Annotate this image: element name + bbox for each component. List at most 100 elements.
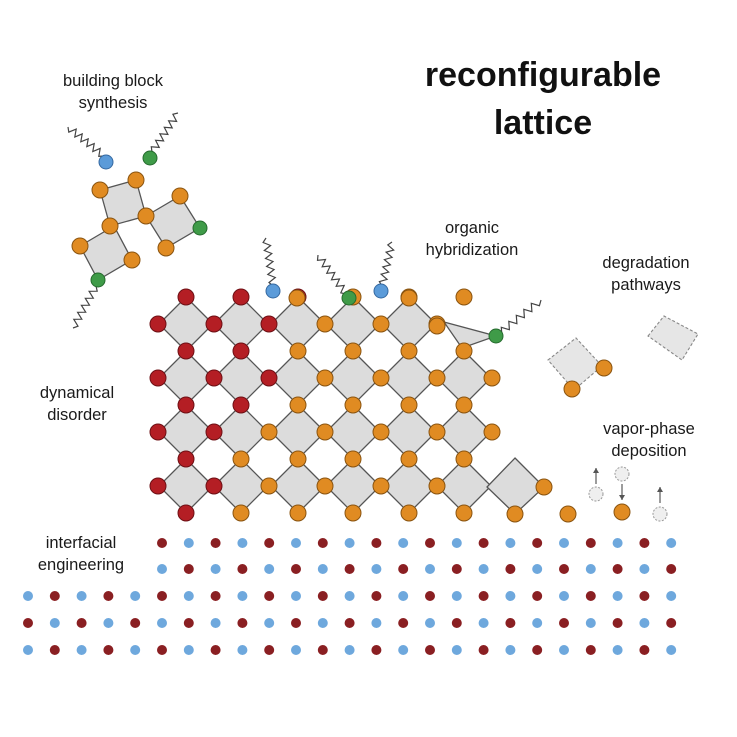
substrate-dot-maroon	[585, 591, 596, 601]
substrate-dot-maroon	[344, 618, 355, 628]
substrate-dot-maroon	[532, 645, 543, 655]
building-block-atom-green	[192, 220, 208, 236]
substrate-dot-maroon	[425, 645, 435, 655]
lattice-atom-red	[232, 342, 250, 360]
lattice-atom-orange	[289, 342, 307, 360]
ligand-chain	[262, 237, 277, 287]
substrate-dot-blue	[103, 618, 114, 628]
ligand-head-blue	[265, 283, 281, 299]
substrate-dot-blue	[639, 618, 650, 628]
substrate-dot-blue	[559, 645, 569, 655]
substrate-dot-maroon	[317, 538, 328, 548]
substrate-dot-maroon	[666, 618, 677, 628]
substrate-dot-maroon	[130, 618, 141, 628]
lattice-atom-orange	[506, 505, 524, 523]
substrate-dot-maroon	[612, 564, 623, 574]
substrate-dot-blue	[505, 538, 516, 548]
deposited-atom-orange	[613, 503, 631, 521]
lattice-atom-orange	[400, 450, 418, 468]
substrate-dot-maroon	[585, 538, 596, 548]
organic-triangle-unit	[442, 320, 499, 349]
substrate-dot-blue	[183, 645, 194, 655]
substrate-dot-blue	[398, 591, 409, 601]
substrate-dot-blue	[264, 564, 275, 574]
substrate-dot-blue	[291, 591, 301, 601]
lattice-atom-orange	[400, 396, 418, 414]
substrate-dot-blue	[451, 645, 462, 655]
lattice-atom-red	[205, 477, 223, 495]
substrate-dot-maroon	[425, 538, 435, 548]
lattice-atom-orange	[344, 396, 362, 414]
ligand-head-green	[341, 290, 357, 306]
building-block-atom-orange	[91, 181, 109, 199]
substrate-dot-blue	[344, 645, 355, 655]
substrate-dot-blue	[183, 591, 194, 601]
building-block-atom-orange	[123, 251, 141, 269]
substrate-dot-maroon	[157, 591, 167, 601]
lattice-atom-red	[205, 315, 223, 333]
title-line-1: reconfigurable	[425, 56, 661, 94]
substrate-dot-blue	[157, 618, 167, 628]
deposition-arrows	[593, 468, 663, 503]
lattice-atom-red	[205, 423, 223, 441]
lattice-atom-red	[232, 396, 250, 414]
substrate-dot-maroon	[49, 591, 60, 601]
lattice-atom-orange	[316, 423, 334, 441]
substrate-dot-blue	[666, 591, 677, 601]
lattice-atom-orange	[483, 423, 501, 441]
substrate-dot-maroon	[478, 645, 489, 655]
vapor-particle	[652, 506, 668, 522]
ligand-head-green	[488, 328, 504, 344]
substrate-dot-blue	[317, 618, 328, 628]
substrate-dot-maroon	[559, 618, 569, 628]
label-building-block-1: building block	[63, 72, 164, 90]
lattice-atom-orange	[344, 450, 362, 468]
lattice-atom-orange	[289, 450, 307, 468]
lattice-atom-red	[177, 288, 195, 306]
substrate-dot-blue	[612, 591, 623, 601]
substrate-dot-maroon	[371, 538, 382, 548]
substrate-dot-blue	[344, 538, 355, 548]
deposition-arrow-up-head	[657, 487, 663, 492]
substrate-dot-maroon	[157, 645, 167, 655]
substrate-dot-blue	[559, 591, 569, 601]
building-block-atom-orange	[171, 187, 189, 205]
substrate-dot-blue	[344, 591, 355, 601]
substrate-dot-blue	[130, 591, 141, 601]
substrate-dot-maroon	[210, 538, 221, 548]
substrate-dot-maroon	[210, 591, 221, 601]
lattice-atom-orange	[559, 505, 577, 523]
ligand-chain	[67, 126, 105, 157]
degraded-atom-orange	[563, 380, 581, 398]
substrate-dot-blue	[532, 618, 543, 628]
substrate-dot-blue	[505, 645, 516, 655]
substrate-dot-maroon	[76, 618, 87, 628]
substrate-dot-maroon	[639, 645, 650, 655]
substrate-dot-maroon	[451, 564, 462, 574]
substrate-dot-maroon	[183, 618, 194, 628]
lattice-atom-orange	[372, 423, 390, 441]
substrate-dot-blue	[210, 618, 221, 628]
degraded-octahedron	[647, 315, 699, 361]
lattice-atom-red	[260, 315, 278, 333]
lattice-atom-orange	[344, 342, 362, 360]
substrate-dot-blue	[23, 591, 33, 601]
substrate-dot-maroon	[237, 618, 248, 628]
lattice-atom-orange	[428, 369, 446, 387]
substrate-dot-maroon	[317, 645, 328, 655]
lattice-atom-orange	[289, 504, 307, 522]
substrate-dot-maroon	[291, 618, 301, 628]
substrate-dot-blue	[210, 564, 221, 574]
substrate-dot-maroon	[103, 645, 114, 655]
lattice-atom-orange	[400, 504, 418, 522]
lattice-atom-red	[149, 477, 167, 495]
substrate-dot-maroon	[371, 591, 382, 601]
building-block-atom-orange	[157, 239, 175, 257]
substrate-dot-maroon	[23, 618, 33, 628]
substrate-dot-maroon	[157, 538, 167, 548]
building-block-octahedron	[145, 195, 201, 249]
vapor-particle	[614, 466, 630, 482]
lattice-atom-orange	[372, 477, 390, 495]
substrate-dot-blue	[612, 645, 623, 655]
